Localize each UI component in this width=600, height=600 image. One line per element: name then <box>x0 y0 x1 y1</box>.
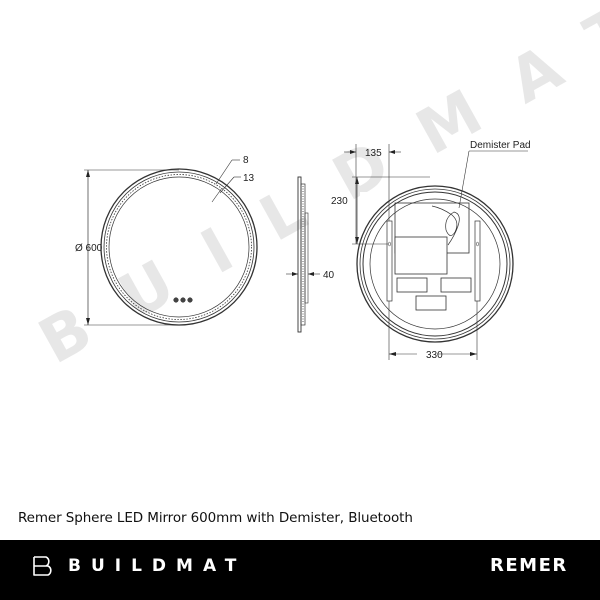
technical-drawing: BUILDMAT Ø 600 <box>27 0 600 378</box>
demister-pad-callout: Demister Pad <box>470 140 531 151</box>
buildmat-logo: BUILDMAT <box>32 555 246 577</box>
remer-logo: REMER <box>490 555 568 576</box>
buildmat-wordmark: BUILDMAT <box>68 556 247 576</box>
depth-label: 40 <box>323 270 335 281</box>
brand-footer: BUILDMAT REMER <box>0 540 600 600</box>
watermark: BUILDMAT <box>27 0 600 378</box>
frame-dim-8: 8 <box>243 155 249 166</box>
svg-text:BUILDMAT: BUILDMAT <box>27 0 600 378</box>
product-caption: Remer Sphere LED Mirror 600mm with Demis… <box>18 510 413 526</box>
rear-view <box>344 144 528 360</box>
front-view <box>84 159 258 326</box>
dim-330: 330 <box>426 350 443 361</box>
dim-230: 230 <box>331 196 348 207</box>
diameter-label: Ø 600 <box>75 243 103 254</box>
frame-dim-13: 13 <box>243 173 255 184</box>
touch-buttons <box>173 297 193 303</box>
side-view <box>286 176 320 333</box>
dim-135: 135 <box>365 148 382 159</box>
buildmat-b-icon <box>33 556 52 576</box>
